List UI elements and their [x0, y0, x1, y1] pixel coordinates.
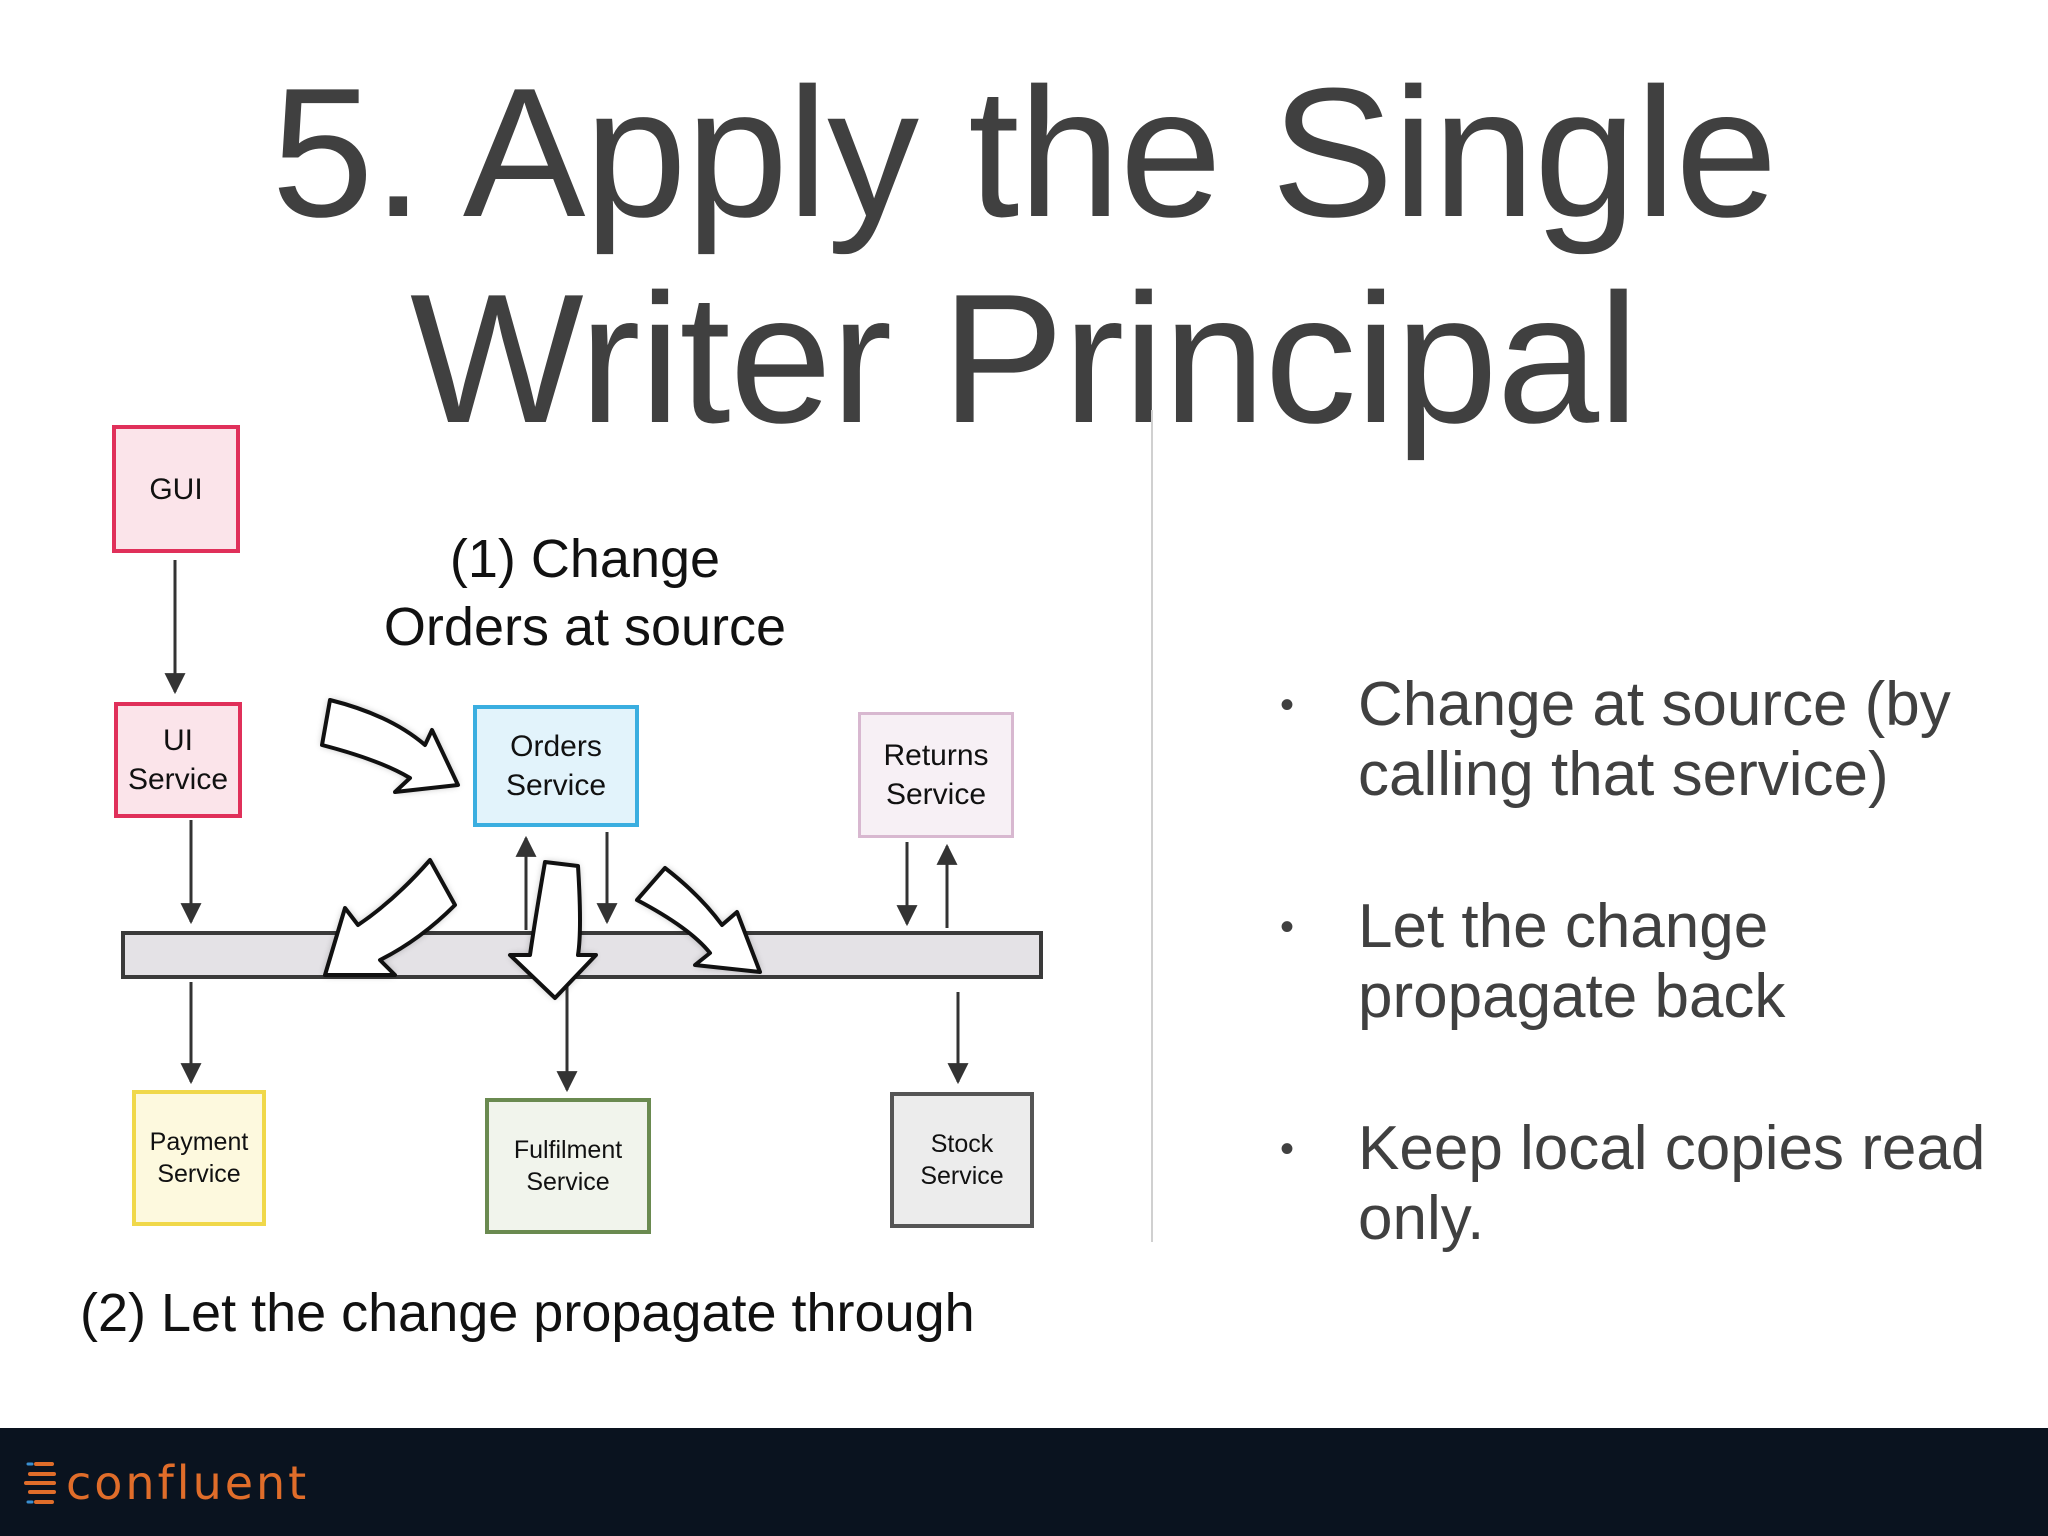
stock-service-box-label: Stock Service — [920, 1129, 1004, 1191]
propagate-note: (2) Let the change propagate through — [80, 1280, 1040, 1348]
bullet-text: Keep local copies read only. — [1358, 1114, 1986, 1253]
stock-service-box: Stock Service — [890, 1092, 1034, 1228]
slide-title-line-2: Writer Principal — [410, 255, 1639, 461]
architecture-diagram: GUI UI Service Orders Service Returns Se… — [0, 400, 1150, 1420]
bullet-marker: • — [1280, 905, 1295, 949]
bullet-item: • Let the change propagate back — [1280, 892, 2040, 1032]
arrow-propagate-right — [635, 866, 762, 974]
confluent-logo-icon — [24, 1462, 56, 1504]
gui-box-label: GUI — [149, 472, 203, 506]
confluent-logo-text: confluent — [66, 1456, 310, 1510]
payment-service-box-label: Payment Service — [149, 1127, 249, 1189]
column-divider — [1151, 410, 1153, 1242]
orders-service-box: Orders Service — [473, 705, 639, 827]
propagate-note-text: (2) Let the change propagate through — [80, 1283, 975, 1343]
bullet-text: Let the change propagate back — [1358, 892, 1786, 1031]
connector-arrows — [164, 560, 969, 1093]
change-at-source-note: (1) Change Orders at source — [340, 526, 830, 661]
fulfilment-service-box: Fulfilment Service — [485, 1098, 651, 1234]
arrow-propagate-down — [508, 860, 598, 1000]
orders-service-box-label: Orders Service — [505, 730, 607, 802]
bullet-marker: • — [1280, 1127, 1295, 1171]
arrow-propagate-left — [323, 858, 457, 977]
payment-service-box: Payment Service — [132, 1090, 266, 1226]
ui-service-box-label: UI Service — [127, 724, 229, 796]
bullet-text: Change at source (by calling that servic… — [1358, 670, 1951, 809]
diagram-connectors — [121, 560, 1043, 1093]
gui-box: GUI — [112, 425, 240, 553]
returns-service-box: Returns Service — [858, 712, 1014, 838]
bullet-list: • Change at source (by calling that serv… — [1280, 670, 2040, 1336]
bullet-item: • Keep local copies read only. — [1280, 1114, 2040, 1254]
change-note-line-1: (1) Change — [449, 529, 721, 589]
bullet-item: • Change at source (by calling that serv… — [1280, 670, 2040, 810]
confluent-logo: confluent — [24, 1448, 309, 1518]
ui-service-box: UI Service — [114, 702, 242, 818]
change-note-line-2: Orders at source — [383, 596, 787, 657]
slide-title-line-1: 5. Apply the Single — [271, 49, 1777, 255]
footer-bar: confluent — [0, 1428, 2048, 1536]
bullet-marker: • — [1280, 683, 1295, 727]
arrow-change-at-source — [320, 698, 460, 794]
returns-service-box-label: Returns Service — [883, 739, 989, 811]
flow-arrows — [320, 698, 762, 1000]
fulfilment-service-box-label: Fulfilment Service — [513, 1135, 623, 1197]
